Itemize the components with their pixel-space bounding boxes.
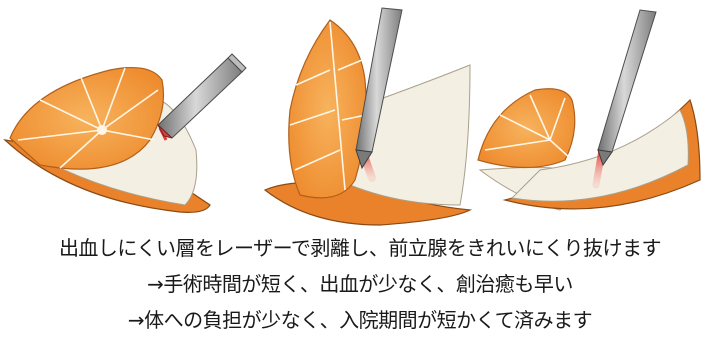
flesh-2 (289, 20, 367, 198)
orange-slice-1 (5, 54, 246, 212)
procedure-illustration (0, 0, 720, 230)
caption-line-2: →手術時間が短く、出血が少なく、創治癒も早い (0, 266, 720, 302)
caption-line-1: 出血しにくい層をレーザーで剥離し、前立腺をきれいにくり抜けます (0, 230, 720, 266)
laser-instrument-1 (158, 54, 246, 138)
orange-slice-3 (478, 10, 700, 210)
caption-line-3: →体への負担が少なく、入院期間が短かくて済みます (0, 302, 720, 338)
orange-slice-2 (265, 8, 470, 225)
caption: 出血しにくい層をレーザーで剥離し、前立腺をきれいにくり抜けます →手術時間が短く… (0, 230, 720, 338)
